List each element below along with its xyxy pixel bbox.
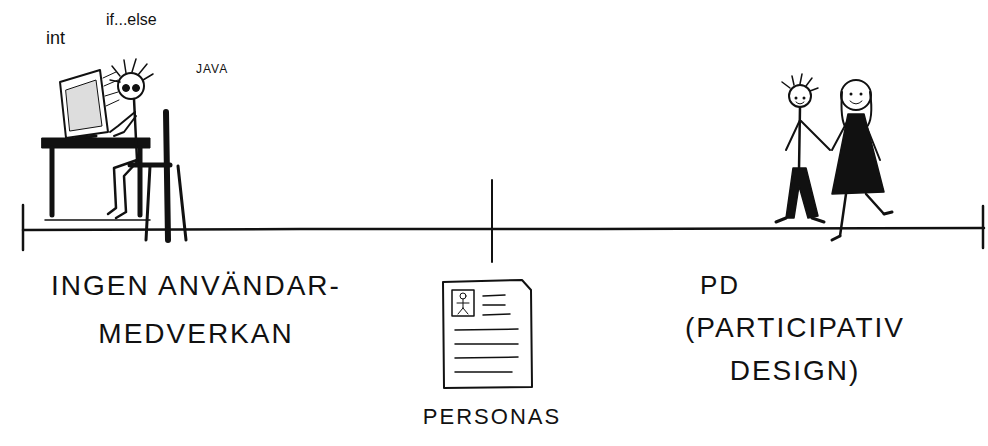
scale-tick <box>22 205 25 250</box>
scale-end-label: PD <box>700 270 740 301</box>
scale-mid-label: PERSONAS <box>392 404 592 430</box>
code-keyword: if...else <box>106 10 157 29</box>
persona-card <box>443 280 532 388</box>
two-people-figure <box>776 74 892 240</box>
scale-end-label: INGEN ANVÄNDAR- MEDVERKAN <box>16 262 376 357</box>
programmer-figure <box>42 59 186 240</box>
code-keyword: JAVA <box>196 62 228 76</box>
scale-tick <box>491 180 493 262</box>
code-keyword: int <box>46 28 65 50</box>
scale-tick <box>982 206 985 248</box>
scale-end-label: (PARTICIPATIV DESIGN) <box>620 306 970 393</box>
